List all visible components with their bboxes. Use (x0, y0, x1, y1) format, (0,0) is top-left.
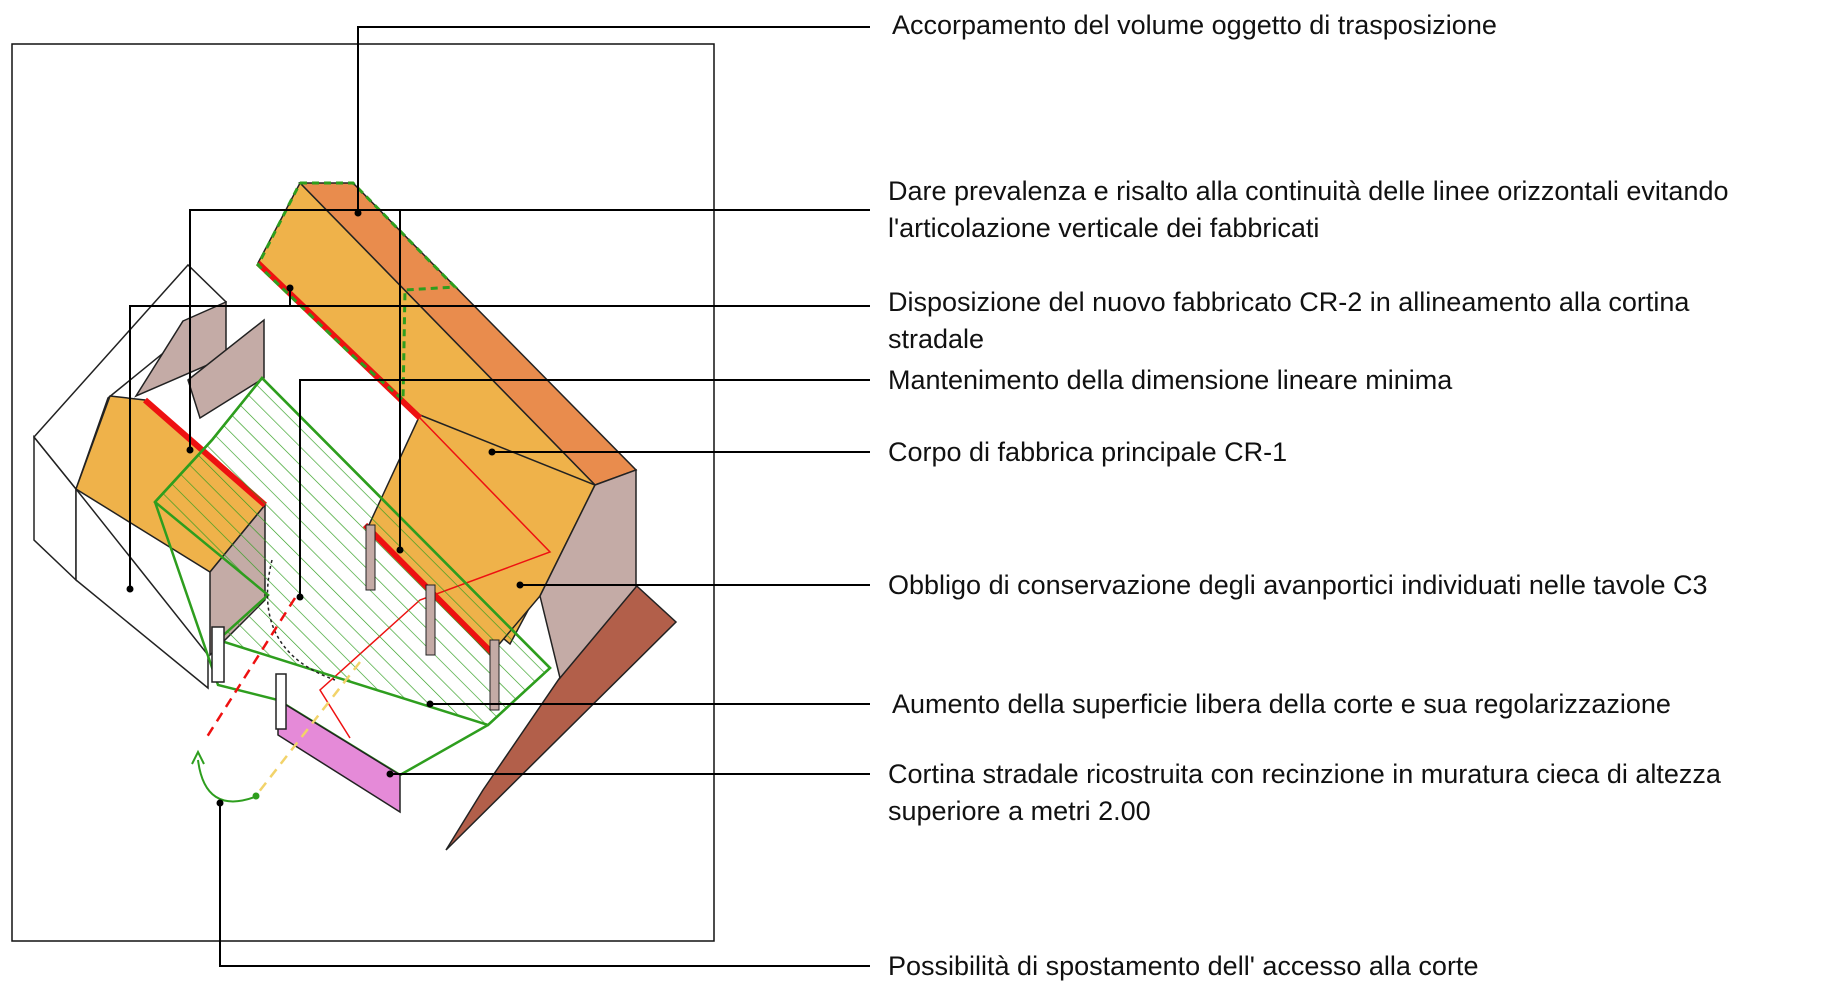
label-corpo: Corpo di fabbrica principale CR-1 (888, 437, 1287, 467)
access-arrowhead (191, 749, 205, 765)
left-building-mauve-wall-2 (187, 318, 265, 420)
label-cortina-line2: superiore a metri 2.00 (888, 796, 1151, 826)
column-1 (365, 524, 376, 591)
leader-dots (126, 209, 524, 807)
access-arc-dotted (266, 559, 336, 681)
label-obbligo: Obbligo di conservazione degli avanporti… (888, 570, 1708, 600)
column-3 (489, 639, 500, 711)
column-2 (425, 584, 436, 656)
access-path-red (203, 597, 297, 741)
gate-post-right (275, 673, 287, 730)
leader-accorpamento (357, 26, 870, 213)
leader-lines (129, 26, 870, 967)
gate-post-left (211, 626, 225, 683)
leader-disposizione (129, 305, 870, 589)
transposed-volume-dashed (256, 181, 459, 404)
drawing-frame (11, 43, 715, 942)
label-accesso: Possibilità di spostamento dell' accesso… (888, 951, 1478, 981)
left-building-front-wall (75, 486, 209, 690)
leader-mantenimento (299, 379, 870, 597)
cr1-mauve-wall (539, 468, 637, 680)
label-disposizione-line1: Disposizione del nuovo fabbricato CR-2 i… (888, 287, 1690, 317)
label-cortina-line1: Cortina stradale ricostruita con recinzi… (888, 759, 1722, 789)
access-path-yellow (257, 661, 361, 794)
label-mantenimento: Mantenimento della dimensione lineare mi… (888, 365, 1453, 395)
leader-accesso (219, 803, 870, 967)
label-prevalenza-line2: l'articolazione verticale dei fabbricati (888, 213, 1319, 243)
access-green-arc (197, 759, 256, 803)
leader-prevalenza (189, 209, 870, 450)
label-accorpamento: Accorpamento del volume oggetto di trasp… (892, 10, 1497, 40)
pink-street-wall (277, 698, 401, 814)
label-prevalenza-line1: Dare prevalenza e risalto alla continuit… (888, 176, 1729, 206)
access-dot (252, 792, 260, 800)
label-disposizione-line2: stradale (888, 324, 984, 354)
label-aumento: Aumento della superficie libera della co… (892, 689, 1671, 719)
